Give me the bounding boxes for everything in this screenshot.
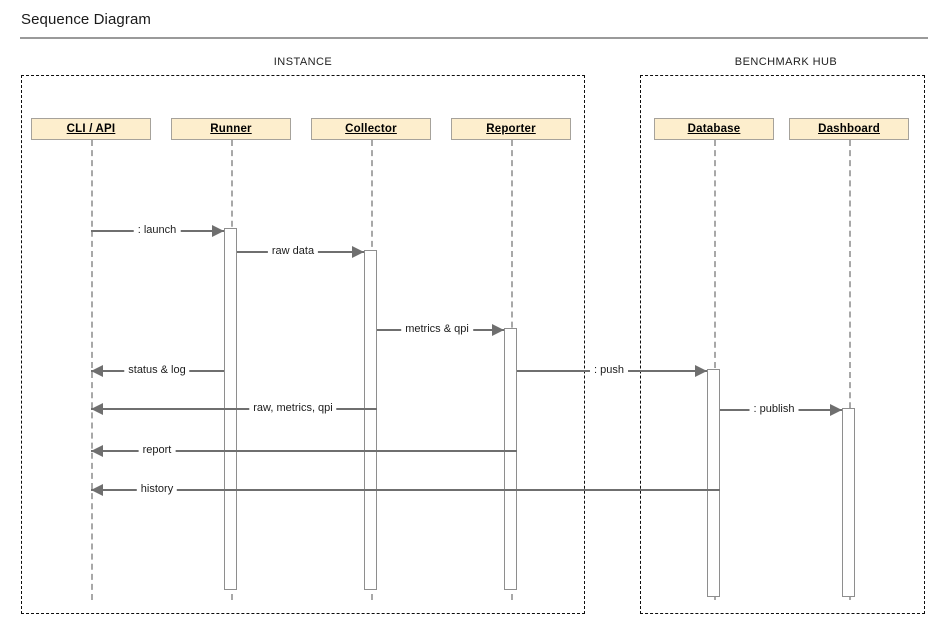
message-label-raw-metrics-qpi: raw, metrics, qpi [249,402,337,414]
actor-label-reporter: Reporter [486,123,536,135]
message-line-raw-metrics-qpi [91,408,377,410]
message-arrowhead-report [91,445,103,457]
activation-bar-reporter [504,328,517,590]
message-label-status-log: status & log [124,364,190,376]
actor-label-runner: Runner [210,123,252,135]
message-arrowhead-raw-metrics-qpi [91,403,103,415]
message-arrowhead-publish [830,404,842,416]
message-label-report: report [138,444,176,456]
partition-frame-benchmark-hub [640,75,925,614]
page-title: Sequence Diagram [21,11,152,28]
message-label-metrics-qpi: metrics & qpi [401,323,473,335]
message-line-report [91,450,517,452]
actor-box-dashboard[interactable]: Dashboard [789,118,909,140]
actor-box-runner[interactable]: Runner [171,118,291,140]
message-label-push: : push [590,364,628,376]
partition-frame-instance [21,75,585,614]
message-label-publish: : publish [749,403,799,415]
message-arrowhead-launch [212,225,224,237]
message-arrowhead-metrics-qpi [492,324,504,336]
message-arrowhead-status-log [91,365,103,377]
actor-box-reporter[interactable]: Reporter [451,118,571,140]
actor-label-collector: Collector [345,123,397,135]
partition-label-benchmark-hub: BENCHMARK HUB [734,56,838,68]
actor-label-database: Database [687,123,741,135]
lifeline-dashboard [849,140,851,600]
title-divider [20,37,928,39]
activation-bar-database [707,369,720,597]
message-label-history: history [136,483,178,495]
activation-bar-dashboard [842,408,855,597]
actor-box-database[interactable]: Database [654,118,774,140]
message-arrowhead-raw-data [352,246,364,258]
message-label-raw-data: raw data [267,245,319,257]
actor-label-cli-api: CLI / API [66,123,116,135]
actor-label-dashboard: Dashboard [818,123,880,135]
activation-bar-collector [364,250,377,590]
actor-box-collector[interactable]: Collector [311,118,431,140]
actor-box-cli-api[interactable]: CLI / API [31,118,151,140]
message-arrowhead-history [91,484,103,496]
message-line-history [91,489,720,491]
message-arrowhead-push [695,365,707,377]
partition-label-instance: INSTANCE [273,56,333,68]
message-label-launch: : launch [133,224,181,236]
